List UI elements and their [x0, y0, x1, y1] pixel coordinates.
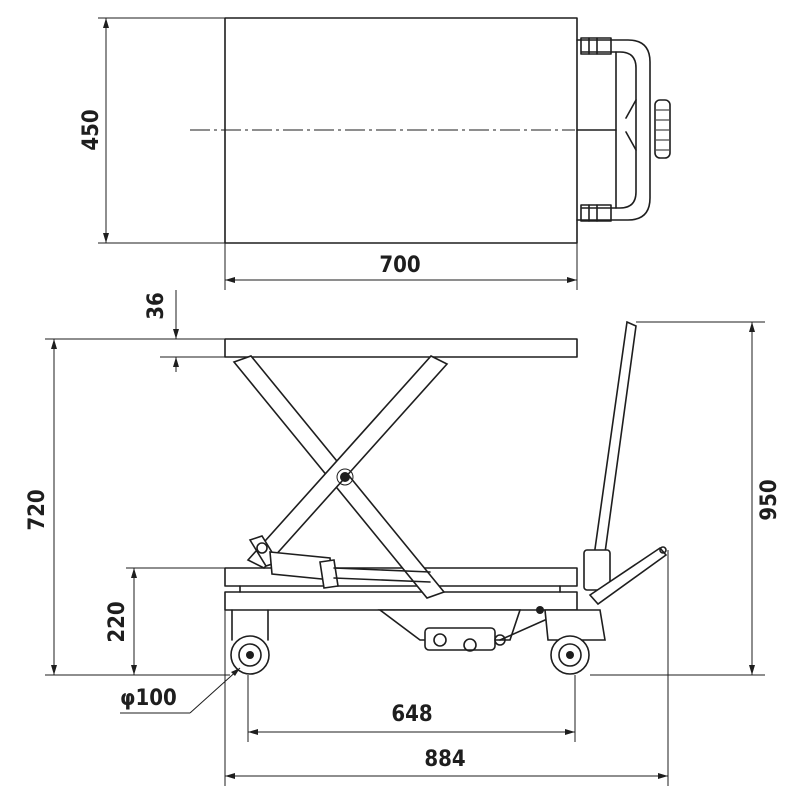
scissor-pivot: [340, 472, 350, 482]
dimension-handle-height: [590, 321, 765, 676]
rear-wheel: [230, 609, 270, 675]
label-overall-length: 884: [424, 747, 465, 772]
label-top-length: 700: [379, 253, 420, 278]
top-view: [98, 17, 671, 290]
pump-assembly: [377, 606, 546, 652]
dimension-overall-length: [224, 550, 669, 786]
dimension-max-height: [45, 338, 230, 676]
hydraulic-cylinder: [248, 535, 431, 589]
handle-grip: [654, 99, 671, 159]
side-view-platform: [224, 338, 578, 358]
label-top-depth: 450: [79, 109, 104, 150]
base-frame: [224, 567, 578, 587]
label-wheelbase: 648: [391, 702, 432, 727]
dimension-min-height: [126, 567, 225, 675]
dimension-wheel-diameter: [120, 667, 241, 714]
dimension-wheelbase: [247, 675, 576, 742]
label-wheel-diameter: φ100: [120, 686, 177, 711]
label-platform-thickness: 36: [144, 292, 169, 320]
label-handle-height: 950: [757, 479, 782, 520]
label-min-height: 220: [105, 601, 130, 642]
top-view-handle: [576, 37, 671, 222]
dimension-platform-thickness: [160, 290, 225, 372]
scissor-arms: [232, 355, 449, 599]
label-max-height: 720: [25, 489, 50, 530]
dimension-top-depth: [98, 17, 225, 244]
side-view-handle: [583, 320, 668, 606]
chassis: [224, 591, 578, 611]
front-caster: [544, 609, 606, 675]
side-view: [45, 290, 765, 786]
dimension-top-length: [224, 243, 578, 290]
